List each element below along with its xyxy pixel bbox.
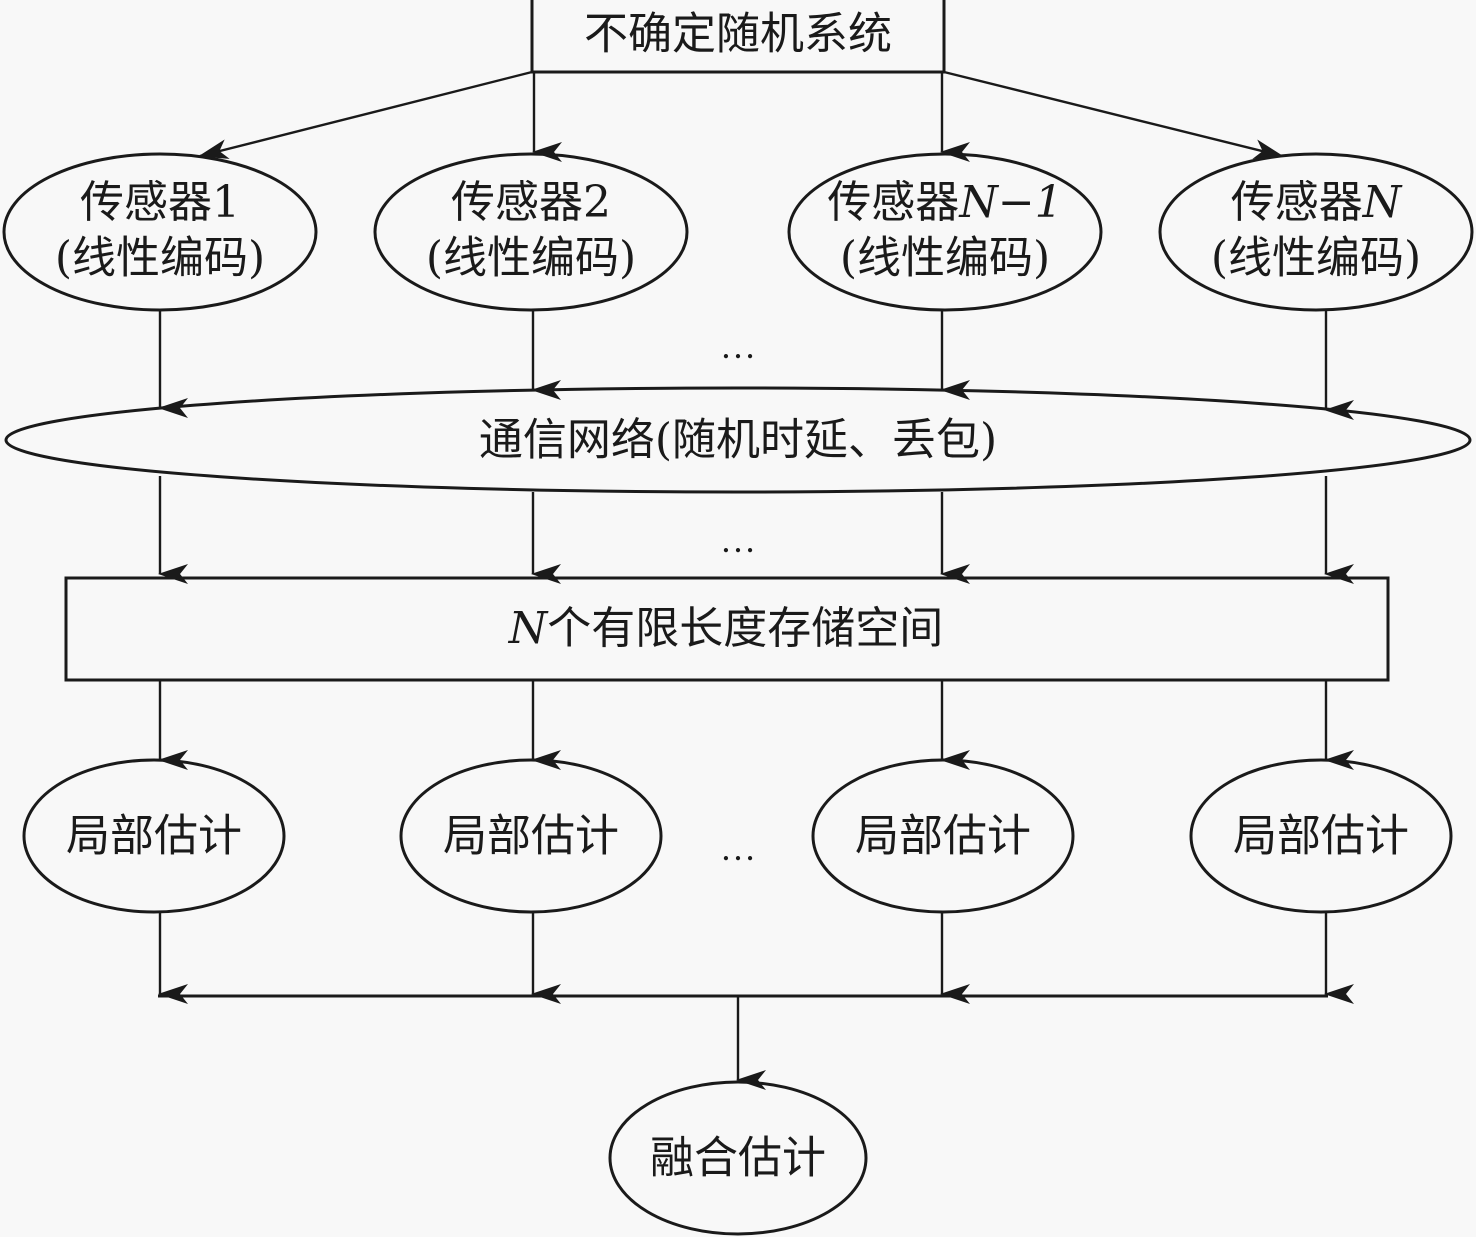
sensor-N: 传感器N (线性编码) <box>1158 152 1474 312</box>
sensor-2: 传感器2 (线性编码) <box>373 152 689 312</box>
sensor-2-ellipse <box>373 152 689 312</box>
fusion-ellipse <box>608 1080 868 1236</box>
network-node: 通信网络(随机时延、丢包) <box>4 386 1472 494</box>
network-ellipse <box>4 386 1472 494</box>
storage-node: N个有限长度存储空间 <box>64 576 1390 682</box>
sensor-N-1-ellipse <box>787 152 1103 312</box>
fusion-node: 融合估计 <box>608 1080 868 1236</box>
local-estimator-4-ellipse <box>1189 758 1453 914</box>
ellipsis-sensors: … <box>720 326 756 366</box>
local-estimator-4-label: 局部估计 <box>1233 811 1409 862</box>
sensor-1-subtitle: (线性编码) <box>55 233 265 284</box>
storage-to-local-edges <box>158 680 1354 770</box>
local-estimator-3-label: 局部估计 <box>855 811 1031 862</box>
local-estimator-1-ellipse <box>22 758 286 914</box>
sensors-to-network-edges <box>158 310 1354 420</box>
sensor-N-title: 传感器N <box>1231 177 1403 228</box>
fusion-label: 融合估计 <box>650 1133 826 1184</box>
sensor-2-subtitle: (线性编码) <box>426 233 636 284</box>
sensor-1: 传感器1 (线性编码) <box>2 152 318 312</box>
system-box <box>530 0 946 74</box>
local-estimator-4: 局部估计 <box>1189 758 1453 914</box>
local-estimator-2: 局部估计 <box>399 758 663 914</box>
sensor-2-title: 传感器2 <box>451 177 611 228</box>
local-estimator-2-label: 局部估计 <box>443 811 619 862</box>
edge-system-sensor-N <box>943 70 1284 159</box>
network-to-storage-edges <box>158 476 1354 584</box>
local-estimator-1: 局部估计 <box>22 758 286 914</box>
storage-label: N个有限长度存储空间 <box>508 603 944 654</box>
system-label: 不确定随机系统 <box>584 9 892 60</box>
sensor-1-title: 传感器1 <box>80 177 240 228</box>
ellipsis-network: … <box>720 520 756 560</box>
system-node: 不确定随机系统 <box>530 0 946 74</box>
local-estimator-1-label: 局部估计 <box>66 811 242 862</box>
sensor-N-1-title: 传感器N−1 <box>827 177 1062 228</box>
local-to-bus-edges <box>158 912 1354 1004</box>
sensor-N-1: 传感器N−1 (线性编码) <box>787 152 1103 312</box>
network-label: 通信网络(随机时延、丢包) <box>479 415 997 466</box>
sensor-N-1-subtitle: (线性编码) <box>840 233 1050 284</box>
sensor-N-ellipse <box>1158 152 1474 312</box>
storage-box <box>64 576 1390 682</box>
system-to-sensors-edges <box>198 70 1284 162</box>
local-estimator-3: 局部估计 <box>811 758 1075 914</box>
ellipsis-local: … <box>720 828 756 868</box>
edge-system-sensor-1 <box>198 70 533 159</box>
local-estimator-2-ellipse <box>399 758 663 914</box>
sensor-N-subtitle: (线性编码) <box>1211 233 1421 284</box>
